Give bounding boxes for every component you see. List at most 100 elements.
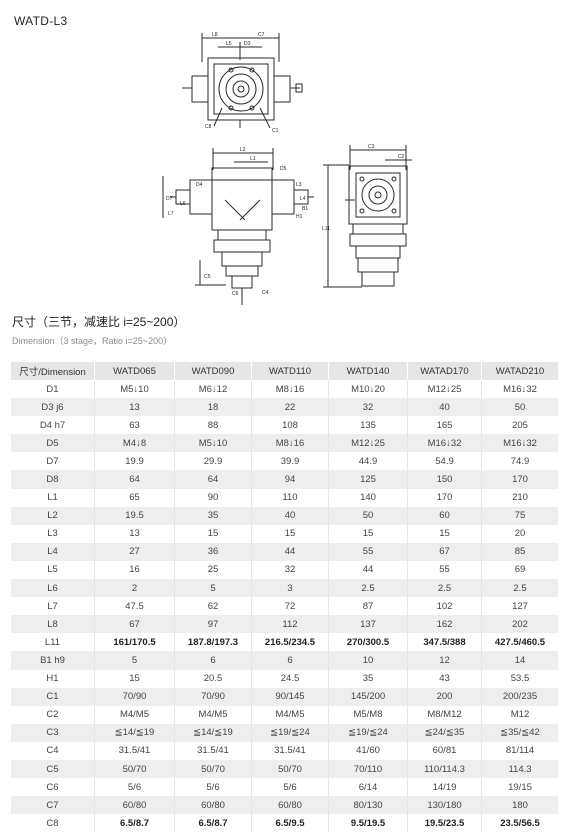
table-cell: 5/6: [252, 778, 329, 797]
table-cell: 2.5: [329, 579, 408, 598]
table-cell: 90/145: [252, 687, 329, 706]
table-cell: 19.5: [95, 506, 175, 525]
table-cell: 50/70: [95, 759, 175, 779]
table-cell: 170: [482, 470, 558, 489]
table-cell: 63: [95, 416, 175, 435]
table-cell: 19.9: [95, 452, 175, 471]
table-cell: 85: [482, 542, 558, 561]
table-cell: 35: [329, 669, 408, 688]
table-cell: M4/M5: [175, 705, 252, 724]
table-cell: 44: [329, 560, 408, 580]
table-cell: 41/60: [329, 741, 408, 760]
table-cell: 39.9: [252, 452, 329, 471]
row-label: L7: [11, 597, 95, 616]
column-header-watd090: WATD090: [175, 362, 252, 380]
table-cell: 55: [329, 542, 408, 561]
drawing-label: L4: [300, 196, 306, 202]
table-cell: 6: [175, 651, 252, 670]
table-cell: 74.9: [510, 455, 530, 467]
table-cell: 53.5: [510, 673, 530, 685]
table-cell: 18: [175, 398, 252, 417]
drawing-label: D7: [166, 196, 173, 202]
table-cell: 13: [95, 398, 175, 417]
table-cell: 6: [252, 651, 329, 670]
table-cell: 62: [175, 597, 252, 616]
row-label: C1: [11, 687, 95, 706]
table-cell: 40: [252, 506, 329, 525]
drawing-label: L6: [180, 201, 186, 207]
table-cell: 50/70: [252, 759, 329, 779]
drawing-label: L11: [322, 226, 330, 232]
table-cell: 14: [482, 651, 558, 670]
row-label: C3: [11, 723, 95, 742]
table-cell: 15: [408, 524, 482, 543]
column-header-watd140: WATD140: [329, 362, 408, 380]
row-label: D1: [11, 380, 95, 399]
table-cell: 20: [514, 528, 526, 540]
row-label: L6: [11, 579, 95, 598]
table-cell: M8/M12: [408, 705, 482, 724]
table-cell: 60/80: [95, 796, 175, 815]
table-cell: 135: [329, 416, 408, 435]
drawing-label: D5: [280, 166, 287, 172]
drawing-label: L1: [250, 156, 256, 162]
table-cell: 202: [482, 615, 558, 634]
table-cell: M10↓20: [329, 380, 408, 399]
table-cell: 15: [95, 669, 175, 688]
table-cell: 137: [329, 615, 408, 634]
table-cell: 130/180: [408, 796, 482, 815]
table-cell: ≦19/≦24: [329, 723, 408, 742]
row-label: C2: [11, 705, 95, 724]
table-cell: 150: [408, 470, 482, 489]
table-cell: 70/110: [329, 759, 408, 779]
table-cell: 187.8/197.3: [175, 633, 252, 652]
drawing-label: C8: [205, 124, 212, 130]
table-cell: 60/80: [175, 796, 252, 815]
table-cell: 16: [95, 560, 175, 580]
table-cell: 6/14: [329, 778, 408, 797]
table-cell: 170: [408, 488, 482, 507]
table-cell: 15: [252, 524, 329, 543]
drawing-label: L5: [226, 41, 232, 47]
row-label: L11: [11, 633, 95, 652]
table-cell: 6.5/9.5: [252, 814, 329, 832]
table-cell: 27: [95, 542, 175, 561]
table-cell: M8↓16: [252, 434, 329, 453]
table-cell: 72: [252, 597, 329, 616]
table-cell: ≦14/≦19: [95, 723, 175, 742]
row-label: D8: [11, 470, 95, 489]
table-cell: M16↓32: [408, 434, 482, 453]
table-cell: 94: [252, 470, 329, 489]
table-cell: 180: [482, 796, 558, 815]
table-cell: 60/81: [408, 741, 482, 760]
table-cell: 67: [95, 615, 175, 634]
table-cell: M16↓32: [482, 434, 558, 453]
end-view: [323, 145, 412, 287]
row-label: C4: [11, 741, 95, 760]
drawing-label: C3: [368, 144, 375, 150]
table-cell: 24.5: [252, 669, 329, 688]
table-cell: 87: [329, 597, 408, 616]
table-cell: 54.9: [408, 452, 482, 471]
table-cell: 60: [408, 506, 482, 525]
table-cell: 6.5/8.7: [175, 814, 252, 832]
row-label: D7: [11, 452, 95, 471]
drawing-label: L3: [296, 182, 302, 188]
table-cell: 102: [408, 597, 482, 616]
table-cell: 50: [329, 506, 408, 525]
table-cell: 69: [514, 564, 526, 576]
table-cell: 20.5: [175, 669, 252, 688]
table-cell: 50/70: [175, 759, 252, 779]
